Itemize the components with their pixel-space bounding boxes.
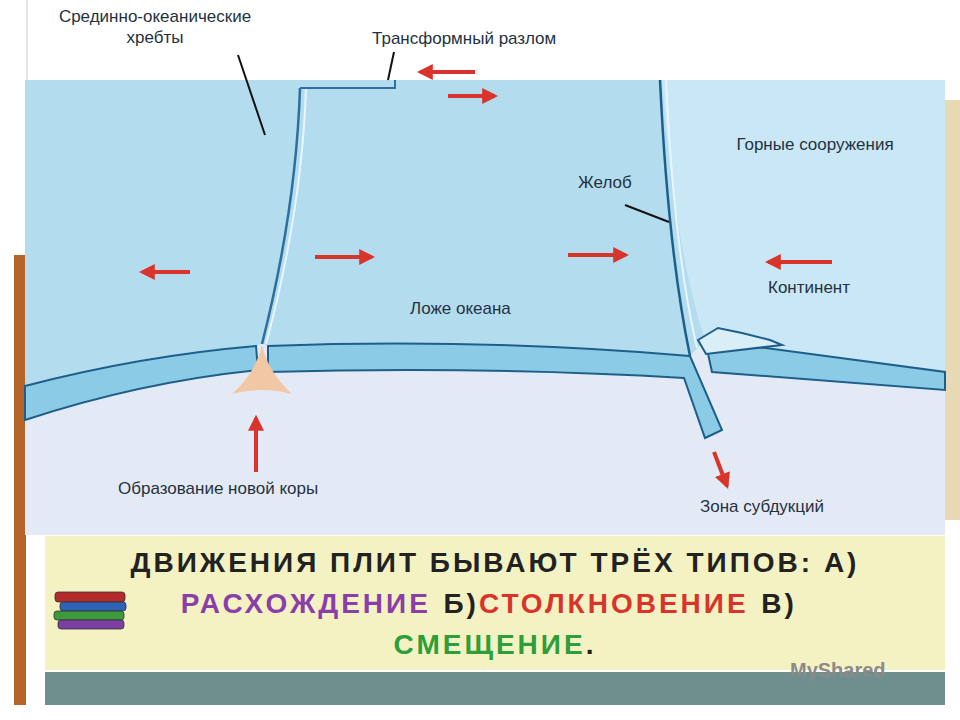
- fault-label: Трансформный разлом: [372, 28, 612, 49]
- subduction-label: Зона субдукций: [700, 496, 900, 517]
- caption-run: СТОЛКНОВЕНИЕ: [479, 583, 749, 624]
- trench-label: Желоб: [578, 172, 668, 193]
- caption-run: В): [761, 583, 797, 624]
- caption-text: ДВИЖЕНИЯ ПЛИТ БЫВАЮТ ТРЁХ ТИПОВ: А) РАСХО…: [115, 542, 875, 665]
- caption-run: ДВИЖЕНИЯ ПЛИТ БЫВАЮТ ТРЁХ ТИПОВ: А): [131, 547, 860, 578]
- caption-panel: ДВИЖЕНИЯ ПЛИТ БЫВАЮТ ТРЁХ ТИПОВ: А) РАСХО…: [45, 536, 945, 670]
- ridge-label: Срединно-океанические хребты: [40, 6, 270, 48]
- caption-run: СМЕЩЕНИЕ: [394, 624, 586, 665]
- caption-run: РАСХОЖДЕНИЕ: [181, 583, 431, 624]
- new-crust-label: Образование новой коры: [118, 478, 398, 499]
- ocean-floor-label: Ложе океана: [410, 298, 570, 319]
- continent-label: Континент: [768, 277, 918, 298]
- caption-run: .: [586, 624, 597, 665]
- caption-run: Б): [443, 583, 478, 624]
- watermark: MyShared: [790, 660, 930, 681]
- mountains-label: Горные сооружения: [735, 134, 895, 155]
